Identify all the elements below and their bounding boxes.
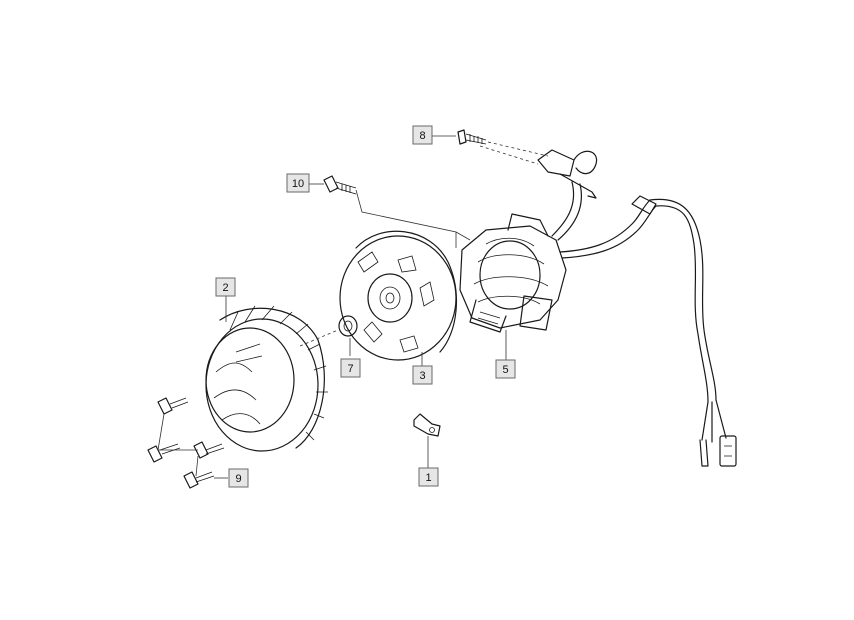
- cable-clip-drawing: [413, 413, 441, 437]
- callout-label: 10: [292, 178, 304, 190]
- callout-7: 7: [340, 358, 361, 378]
- callout-3: 3: [412, 365, 433, 385]
- callout-label: 5: [502, 364, 508, 376]
- callout-label: 2: [222, 282, 228, 294]
- callout-10: 10: [286, 173, 310, 193]
- wiring-harness-drawing: [559, 195, 737, 467]
- flywheel-rotor-drawing: [339, 230, 457, 361]
- fan-screws-drawing: [147, 397, 228, 489]
- flywheel-nut-drawing: [299, 315, 358, 347]
- leader-lines: [225, 135, 507, 468]
- bolt-10-drawing: [323, 175, 471, 248]
- callout-5: 5: [495, 359, 516, 379]
- callout-label: 1: [425, 472, 431, 484]
- callout-label: 3: [419, 370, 425, 382]
- callout-8: 8: [412, 125, 433, 145]
- callout-label: 7: [347, 363, 353, 375]
- pickup-sensor-drawing: [479, 141, 598, 241]
- callout-label: 8: [419, 130, 425, 142]
- callout-2: 2: [215, 277, 236, 297]
- callout-9: 9: [228, 468, 249, 488]
- stator-drawing: [459, 213, 567, 333]
- cooling-fan-drawing: [205, 305, 328, 452]
- callout-label: 9: [235, 473, 241, 485]
- callout-1: 1: [418, 467, 439, 487]
- screw-8-drawing: [457, 129, 487, 145]
